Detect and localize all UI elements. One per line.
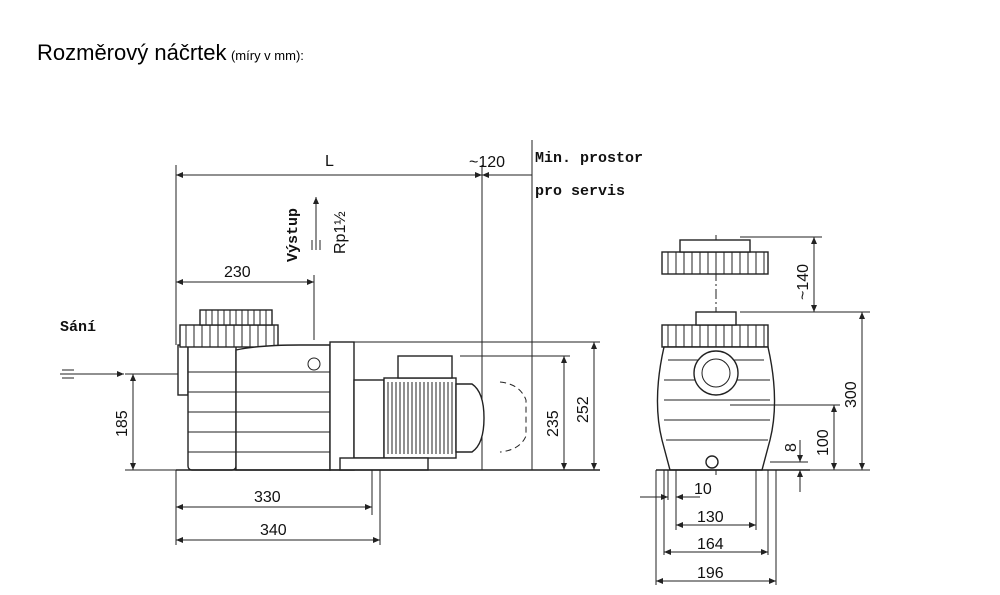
dim-label-140: ~140 — [795, 264, 812, 300]
strainer-housing — [187, 339, 237, 471]
title-sub: (míry v mm): — [230, 48, 304, 63]
page-title: Rozměrový náčrtek (míry v mm): — [37, 40, 304, 66]
lid-mounted — [661, 324, 769, 348]
service-label-line1: Min. prostor — [535, 150, 643, 167]
inlet-flange — [177, 344, 189, 396]
dim-label-330: 330 — [254, 489, 281, 506]
motor-flange — [329, 341, 355, 471]
front-view: ~140 300 100 8 10 130 164 196 — [640, 235, 870, 585]
dim-label-340: 340 — [260, 522, 287, 539]
dim-label-120: ~120 — [469, 154, 505, 171]
pump-volute — [235, 344, 331, 471]
drain-plug — [705, 455, 719, 469]
dim-label-235: 235 — [545, 410, 562, 437]
dim-label-8: 8 — [783, 443, 800, 452]
dim-label-196: 196 — [697, 565, 724, 582]
outlet-label: Výstup — [285, 208, 302, 262]
dim-label-300: 300 — [843, 381, 860, 408]
dim-label-100: 100 — [815, 429, 832, 456]
motor-base — [339, 457, 429, 471]
outlet-port — [307, 357, 321, 371]
dim-label-185: 185 — [114, 410, 131, 437]
dim-label-10: 10 — [694, 481, 712, 498]
strainer-lid — [179, 324, 279, 348]
side-view: L ~120 Min. prostor pro servis Výstup Rp… — [60, 140, 643, 545]
inlet-label: Sání — [60, 319, 96, 336]
dim-label-252: 252 — [575, 396, 592, 423]
dim-label-130: 130 — [697, 509, 724, 526]
fan-cover — [455, 383, 485, 453]
motor-adapter — [353, 379, 385, 459]
outlet-thread-label: Rp1½ — [332, 211, 349, 254]
service-label-line2: pro servis — [535, 183, 625, 200]
dim-label-230: 230 — [224, 264, 251, 281]
title-main: Rozměrový náčrtek — [37, 40, 227, 65]
front-port — [693, 350, 739, 396]
terminal-box — [397, 355, 453, 379]
dim-label-L: L — [325, 153, 334, 170]
dim-label-164: 164 — [697, 536, 724, 553]
service-clearance — [499, 381, 527, 453]
lid-removed — [661, 251, 769, 275]
